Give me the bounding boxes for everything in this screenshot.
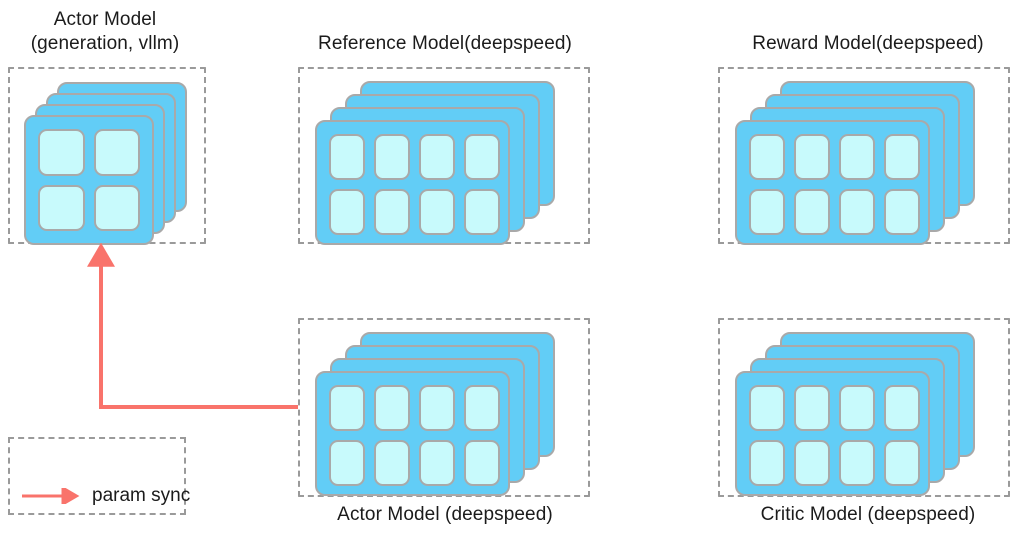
group-title-reward: Reward Model(deepspeed) xyxy=(752,33,984,54)
group-box-reward xyxy=(718,67,1012,246)
card-cell xyxy=(884,189,920,235)
card-stack-reward xyxy=(720,69,1012,246)
card-cell xyxy=(329,134,365,180)
card-cell xyxy=(749,385,785,431)
card-cell xyxy=(93,184,140,231)
card-cell xyxy=(464,134,500,180)
card-cell xyxy=(839,189,875,235)
group-title-reference: Reference Model(deepspeed) xyxy=(318,33,572,54)
card-stack-critic xyxy=(720,320,1012,499)
card-cell-grid xyxy=(329,385,500,486)
card-cell-grid xyxy=(38,129,140,231)
card-cell xyxy=(839,134,875,180)
card-cell xyxy=(464,189,500,235)
card-cell xyxy=(794,385,830,431)
card-cell-grid xyxy=(329,134,500,235)
param-sync-arrow-path xyxy=(87,242,298,409)
legend-box: param sync xyxy=(8,437,190,515)
param-sync-legend-arrow-icon xyxy=(22,488,80,504)
card-layer-1 xyxy=(24,115,154,245)
card-layer-1 xyxy=(315,371,510,496)
card-stack-reference xyxy=(300,69,592,246)
group-title-critic: Critic Model (deepspeed) xyxy=(760,504,976,525)
card-stack-actor-vllm xyxy=(10,69,208,246)
card-cell-grid xyxy=(749,385,920,486)
group-title-actor-deepspeed: Actor Model (deepspeed) xyxy=(337,504,553,525)
card-cell xyxy=(839,440,875,486)
card-stack-actor-deepspeed xyxy=(300,320,592,499)
card-cell xyxy=(419,440,455,486)
group-box-actor-deepspeed xyxy=(298,318,590,497)
card-cell xyxy=(749,440,785,486)
card-layer-1 xyxy=(315,120,510,245)
card-cell xyxy=(464,385,500,431)
card-cell xyxy=(93,129,140,176)
card-cell xyxy=(464,440,500,486)
legend-row: param sync xyxy=(20,485,190,507)
card-cell xyxy=(374,385,410,431)
group-box-critic xyxy=(718,318,1010,497)
card-cell xyxy=(884,440,920,486)
card-cell xyxy=(884,385,920,431)
card-cell xyxy=(329,440,365,486)
card-cell xyxy=(794,189,830,235)
card-layer-1 xyxy=(735,120,930,245)
group-title-actor-vllm: Actor Model (generation, vllm) xyxy=(30,9,180,54)
card-cell xyxy=(839,385,875,431)
card-cell xyxy=(374,189,410,235)
card-cell-grid xyxy=(749,134,920,235)
card-cell xyxy=(374,134,410,180)
card-cell xyxy=(38,184,85,231)
card-layer-1 xyxy=(735,371,930,496)
card-cell xyxy=(419,134,455,180)
card-cell xyxy=(329,385,365,431)
card-cell xyxy=(374,440,410,486)
group-box-actor-vllm xyxy=(8,67,208,246)
card-cell xyxy=(749,134,785,180)
card-cell xyxy=(419,189,455,235)
card-cell xyxy=(329,189,365,235)
group-box-reference xyxy=(298,67,592,246)
card-cell xyxy=(419,385,455,431)
card-cell xyxy=(794,134,830,180)
card-cell xyxy=(884,134,920,180)
legend-label: param sync xyxy=(92,485,191,506)
card-cell xyxy=(794,440,830,486)
card-cell xyxy=(749,189,785,235)
card-cell xyxy=(38,129,85,176)
